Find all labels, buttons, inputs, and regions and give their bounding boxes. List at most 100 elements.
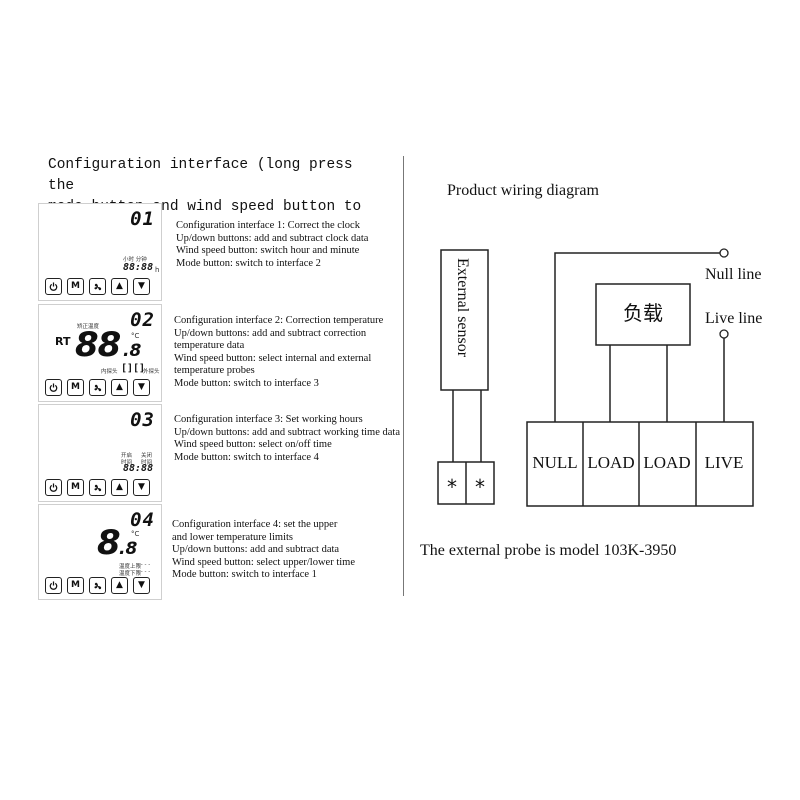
- desc-line: temperature probes: [174, 365, 255, 376]
- live-line-label: Live line: [705, 310, 762, 327]
- interface-code: 01: [130, 208, 155, 230]
- interface-code: 04: [130, 509, 155, 531]
- thermostat-panel-2: 02 矫正温度 RT 88 .8 °C 内探头 [][] 外探头 M ▲ ▼: [38, 304, 162, 402]
- fan-icon: [93, 384, 101, 391]
- thermostat-panel-1: 01 小时 分钟 88:88 h M ▲ ▼: [38, 203, 162, 301]
- button-row: M ▲ ▼: [45, 479, 150, 496]
- down-button[interactable]: ▼: [133, 379, 150, 396]
- lower-limit-value: - - - -: [137, 569, 151, 575]
- mode-button[interactable]: M: [67, 379, 84, 396]
- up-button[interactable]: ▲: [111, 577, 128, 594]
- internal-probe-label: 内探头: [101, 369, 118, 375]
- button-row: M ▲ ▼: [45, 379, 150, 396]
- desc-line: Up/down buttons: add and subtract workin…: [174, 426, 401, 438]
- power-button[interactable]: [45, 379, 62, 396]
- live-line-terminal: [719, 329, 729, 339]
- power-button[interactable]: [45, 479, 62, 496]
- hour-unit: h: [155, 266, 160, 274]
- mode-button[interactable]: M: [67, 577, 84, 594]
- temperature-display: 8: [97, 523, 121, 563]
- sensor-terminal-1: *: [447, 475, 457, 499]
- load-label: 负载: [623, 301, 663, 325]
- power-button[interactable]: [45, 577, 62, 594]
- thermostat-panel-3: 03 开启 关闭 时间 时间 88:88 M ▲ ▼: [38, 404, 162, 502]
- fan-button[interactable]: [89, 479, 106, 496]
- desc-line: Wind speed button: select internal and e…: [174, 352, 372, 364]
- terminal-block: [526, 421, 754, 507]
- power-icon: [49, 581, 58, 590]
- desc-line: Configuration interface 2: Correction te…: [174, 315, 384, 326]
- celsius-unit: °C: [131, 332, 140, 340]
- null-wire: [554, 252, 721, 422]
- null-line-terminal: [719, 248, 729, 258]
- up-button[interactable]: ▲: [111, 379, 128, 396]
- probe-brackets: [][]: [121, 363, 146, 374]
- desc-line: Wind speed button: select upper/lower ti…: [172, 556, 355, 568]
- desc-line: Up/down buttons: add and subtract data: [172, 544, 340, 555]
- upper-limit-value: - - - -: [137, 562, 151, 568]
- mode-button[interactable]: M: [67, 479, 84, 496]
- rt-label: RT: [55, 335, 71, 348]
- on-time-label: 时间: [121, 460, 133, 466]
- hour-minute-label: 小时 分钟: [123, 257, 147, 263]
- power-icon: [49, 282, 58, 291]
- desc-line: Mode button: switch to interface 4: [174, 451, 319, 463]
- thermostat-panel-4: 04 8 .8 °C 温度上限 - - - - 温度下限 - - - - M ▲…: [38, 504, 162, 600]
- panel-3-description: Configuration interface 3: Set working h…: [174, 414, 400, 464]
- panel-1-description: Configuration interface 1: Correct the c…: [176, 220, 368, 270]
- desc-line: Up/down buttons: add and subtract correc…: [174, 327, 367, 339]
- up-button[interactable]: ▲: [111, 479, 128, 496]
- working-time-display: 88:88: [123, 463, 154, 474]
- off-label: 关闭: [141, 453, 153, 459]
- button-row: M ▲ ▼: [45, 278, 150, 295]
- down-button[interactable]: ▼: [133, 577, 150, 594]
- interface-code: 03: [130, 409, 155, 431]
- clock-display: 88:88: [123, 262, 154, 273]
- mode-button[interactable]: M: [67, 278, 84, 295]
- lower-limit-label: 温度下限: [119, 571, 142, 577]
- desc-line: Wind speed button: select on/off time: [174, 439, 332, 450]
- panel-2-description: Configuration interface 2: Correction te…: [174, 315, 383, 390]
- external-probe-label: 外探头: [143, 369, 160, 375]
- terminal-load-2: LOAD: [643, 453, 690, 472]
- fan-button[interactable]: [89, 278, 106, 295]
- desc-line: Configuration interface 4: set the upper: [172, 519, 338, 530]
- upper-limit-label: 温度上限: [119, 564, 142, 570]
- temperature-display: 88: [75, 325, 121, 365]
- external-sensor-body: [440, 249, 489, 391]
- on-label: 开启: [121, 453, 133, 459]
- fan-button[interactable]: [89, 577, 106, 594]
- desc-line: Configuration interface 3: Set working h…: [174, 414, 363, 425]
- desc-line: temperature data: [174, 340, 245, 351]
- fan-icon: [93, 484, 101, 491]
- desc-line: Mode button: switch to interface 3: [174, 377, 319, 389]
- desc-line: Mode button: switch to interface 2: [176, 257, 321, 269]
- temperature-decimal: .8: [119, 539, 138, 559]
- terminal-load-1: LOAD: [587, 453, 634, 472]
- desc-line: Mode button: switch to interface 1: [172, 569, 317, 580]
- temperature-decimal: .8: [123, 341, 142, 361]
- desc-line: Up/down buttons: add and subtract clock …: [176, 232, 369, 244]
- up-button[interactable]: ▲: [111, 278, 128, 295]
- down-button[interactable]: ▼: [133, 278, 150, 295]
- interface-code: 02: [130, 309, 155, 331]
- down-button[interactable]: ▼: [133, 479, 150, 496]
- desc-line: Wind speed button: switch hour and minut…: [176, 245, 360, 256]
- off-time-label: 时间: [141, 460, 153, 466]
- load-box: [595, 283, 691, 346]
- config-title-line1: Configuration interface (long press the: [48, 157, 353, 194]
- desc-line: Configuration interface 1: Correct the c…: [176, 220, 360, 231]
- terminal-live: LIVE: [705, 453, 744, 472]
- fan-button[interactable]: [89, 379, 106, 396]
- probe-model-note: The external probe is model 103K-3950: [420, 542, 677, 559]
- fan-icon: [93, 582, 101, 589]
- power-icon: [49, 483, 58, 492]
- panel-4-description: Configuration interface 4: set the upper…: [172, 519, 355, 582]
- wiring-title: Product wiring diagram: [447, 182, 599, 199]
- terminal-null: NULL: [532, 453, 577, 472]
- power-button[interactable]: [45, 278, 62, 295]
- fan-icon: [93, 283, 101, 290]
- vertical-divider: [403, 156, 404, 596]
- power-icon: [49, 383, 58, 392]
